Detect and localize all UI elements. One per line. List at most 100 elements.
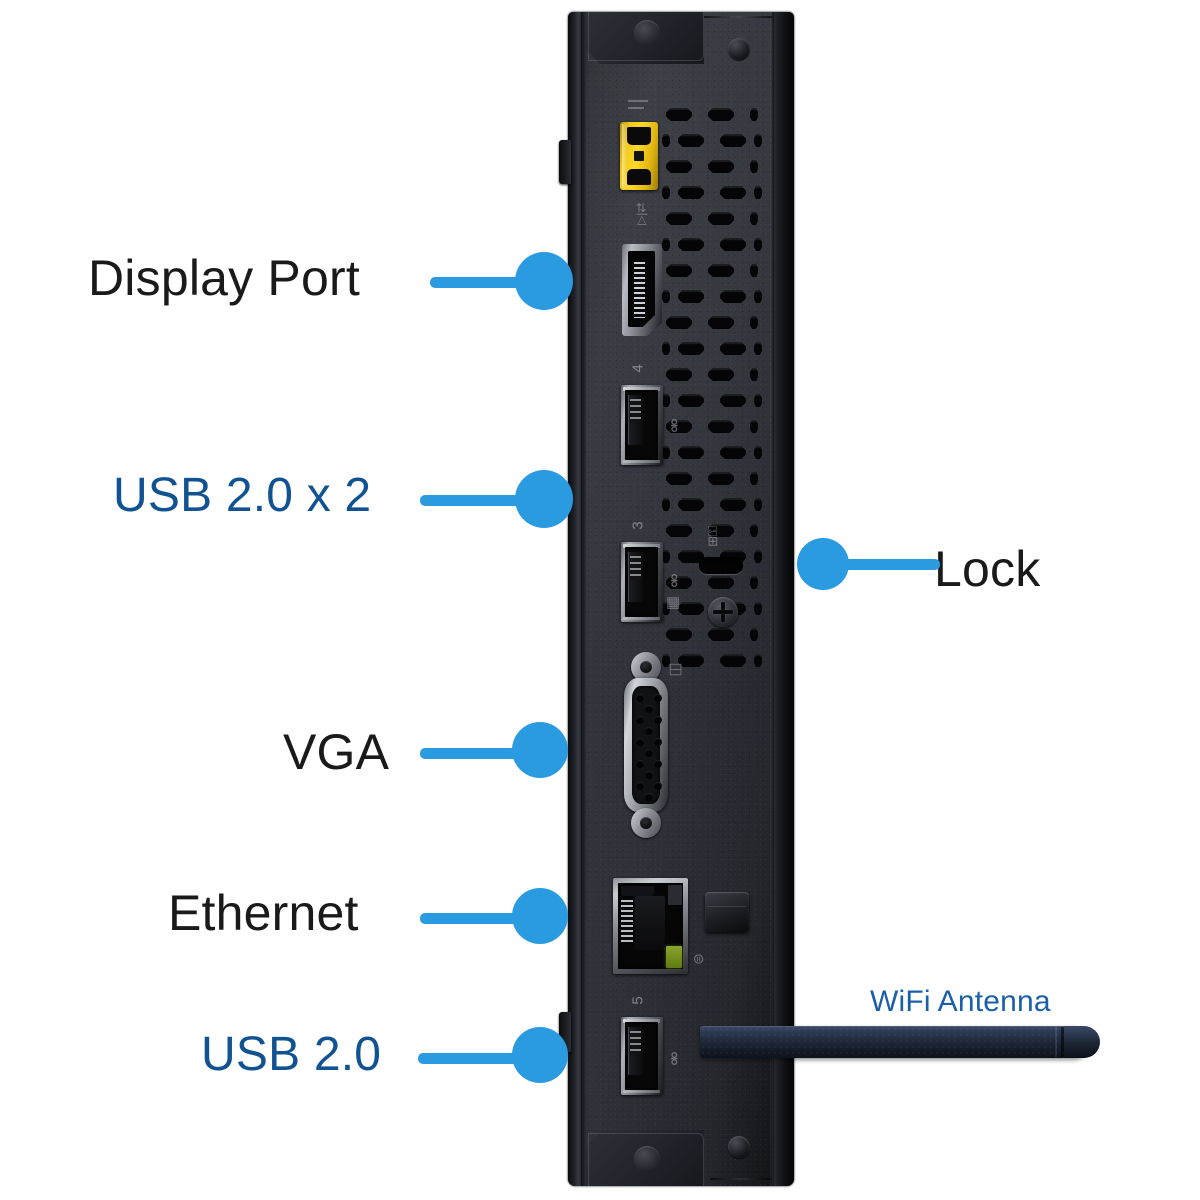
top-seam: [704, 16, 772, 18]
vga-pin: [645, 749, 653, 757]
wifi-antenna-tip: [1064, 1026, 1100, 1058]
vent-hole: [666, 576, 692, 589]
vent-hole: [750, 524, 758, 537]
vga-pin: [636, 738, 644, 746]
vent-hole: [720, 290, 746, 303]
usb-port-lower-lip-bottom: [623, 1090, 660, 1093]
vent-hole: [678, 654, 704, 667]
vent-hole: [708, 108, 734, 121]
vent-hole: [720, 654, 746, 667]
usb-port-middle-number: 3: [629, 521, 647, 530]
vent-hole-small: [754, 290, 762, 303]
callout-label-lock: Lock: [934, 541, 1041, 597]
usb-trident-icon-lower: ⚮: [665, 1051, 685, 1066]
vent-hole: [720, 186, 746, 199]
vga-pin: [636, 694, 644, 702]
usb-port-upper-lip-top: [623, 387, 660, 391]
vent-hole-small: [662, 550, 670, 563]
wifi-antenna-joint-highlight: [1055, 1027, 1057, 1057]
vent-hole-small: [754, 186, 762, 199]
vga-pin: [654, 716, 662, 724]
usb-port-middle: [621, 542, 663, 622]
keyboard-icon: ▦: [666, 594, 681, 611]
vent-hole-small: [662, 134, 670, 147]
ethernet-contact-pins: [621, 900, 633, 942]
vent-hole: [666, 420, 692, 433]
vga-pin: [654, 782, 662, 790]
usb-port-upper-contacts: [630, 399, 641, 423]
ethernet-led-green: [666, 946, 682, 968]
vent-hole-small: [754, 134, 762, 147]
vga-screw-post-bottom: [631, 808, 661, 838]
callout-label-display-port: Display Port: [88, 250, 360, 306]
callout-dot-usb-2-0-x-2: [515, 470, 573, 528]
ethernet-latch-notch: [621, 886, 654, 896]
vent-hole: [708, 160, 734, 173]
callout-label-vga: VGA: [283, 724, 390, 780]
vent-hole: [678, 550, 704, 563]
usb-port-lower: [621, 1017, 663, 1095]
vent-hole-small: [754, 550, 762, 563]
ethernet-led-inactive: [668, 885, 682, 905]
vga-port: [614, 650, 678, 840]
vent-hole: [720, 446, 746, 459]
vent-hole: [678, 498, 704, 511]
vent-hole-small: [662, 238, 670, 251]
vent-hole: [708, 524, 734, 537]
vent-hole: [708, 420, 734, 433]
chassis-texture: [568, 12, 794, 1186]
vent-hole-small: [662, 654, 670, 667]
displayport-icon: ▷|⇄: [634, 202, 648, 225]
displayport-pins: [634, 262, 645, 318]
wifi-antenna-joint: [1061, 1027, 1064, 1057]
lock-slot: [699, 557, 743, 574]
vent-hole: [666, 524, 692, 537]
vent-hole: [750, 108, 758, 121]
vent-hole: [750, 472, 758, 485]
usb-port-lower-number: 5: [629, 996, 647, 1005]
desktop-computer-rear-panel: ▷|⇄ 4 ⚮: [559, 12, 794, 1186]
vent-hole: [708, 264, 734, 277]
vent-hole: [708, 628, 734, 641]
vga-pin: [645, 771, 653, 779]
vent-hole: [750, 368, 758, 381]
vent-hole: [678, 134, 704, 147]
vent-hole: [666, 628, 692, 641]
vent-hole: [678, 342, 704, 355]
vent-hole: [750, 160, 758, 173]
vent-hole: [708, 212, 734, 225]
top-panel-boss: [634, 20, 660, 46]
vent-hole: [666, 264, 692, 277]
wifi-antenna-texture: [700, 1026, 1090, 1058]
callout-leader-vga: [420, 748, 540, 759]
vga-pin: [636, 716, 644, 724]
vent-hole: [720, 134, 746, 147]
displayport-port: [622, 244, 662, 336]
vent-hole-small: [662, 446, 670, 459]
chassis-shell: ▷|⇄ 4 ⚮: [568, 12, 794, 1186]
vent-hole-small: [662, 342, 670, 355]
callout-dot-lock: [797, 538, 849, 590]
ethernet-port: [613, 878, 688, 974]
vent-hole-small: [662, 498, 670, 511]
vent-hole: [666, 212, 692, 225]
power-connector-port: [620, 122, 658, 190]
usb-port-upper: [621, 385, 663, 465]
vent-hole-small: [754, 446, 762, 459]
vga-pin: [645, 727, 653, 735]
vent-hole-small: [662, 602, 670, 615]
callout-dot-usb-2-0: [512, 1027, 568, 1083]
vent-hole-small: [754, 654, 762, 667]
vent-hole: [750, 264, 758, 277]
vent-hole: [678, 602, 704, 615]
vent-hole: [720, 394, 746, 407]
top-panel-outline: [588, 12, 704, 61]
vent-hole: [666, 472, 692, 485]
ethernet-inner-block: [635, 896, 665, 950]
vga-pin: [654, 738, 662, 746]
vent-hole: [678, 446, 704, 459]
vent-hole: [720, 238, 746, 251]
callout-label-usb-2-0: USB 2.0: [201, 1028, 382, 1081]
lock-icon: ⊞⚿: [704, 526, 720, 547]
